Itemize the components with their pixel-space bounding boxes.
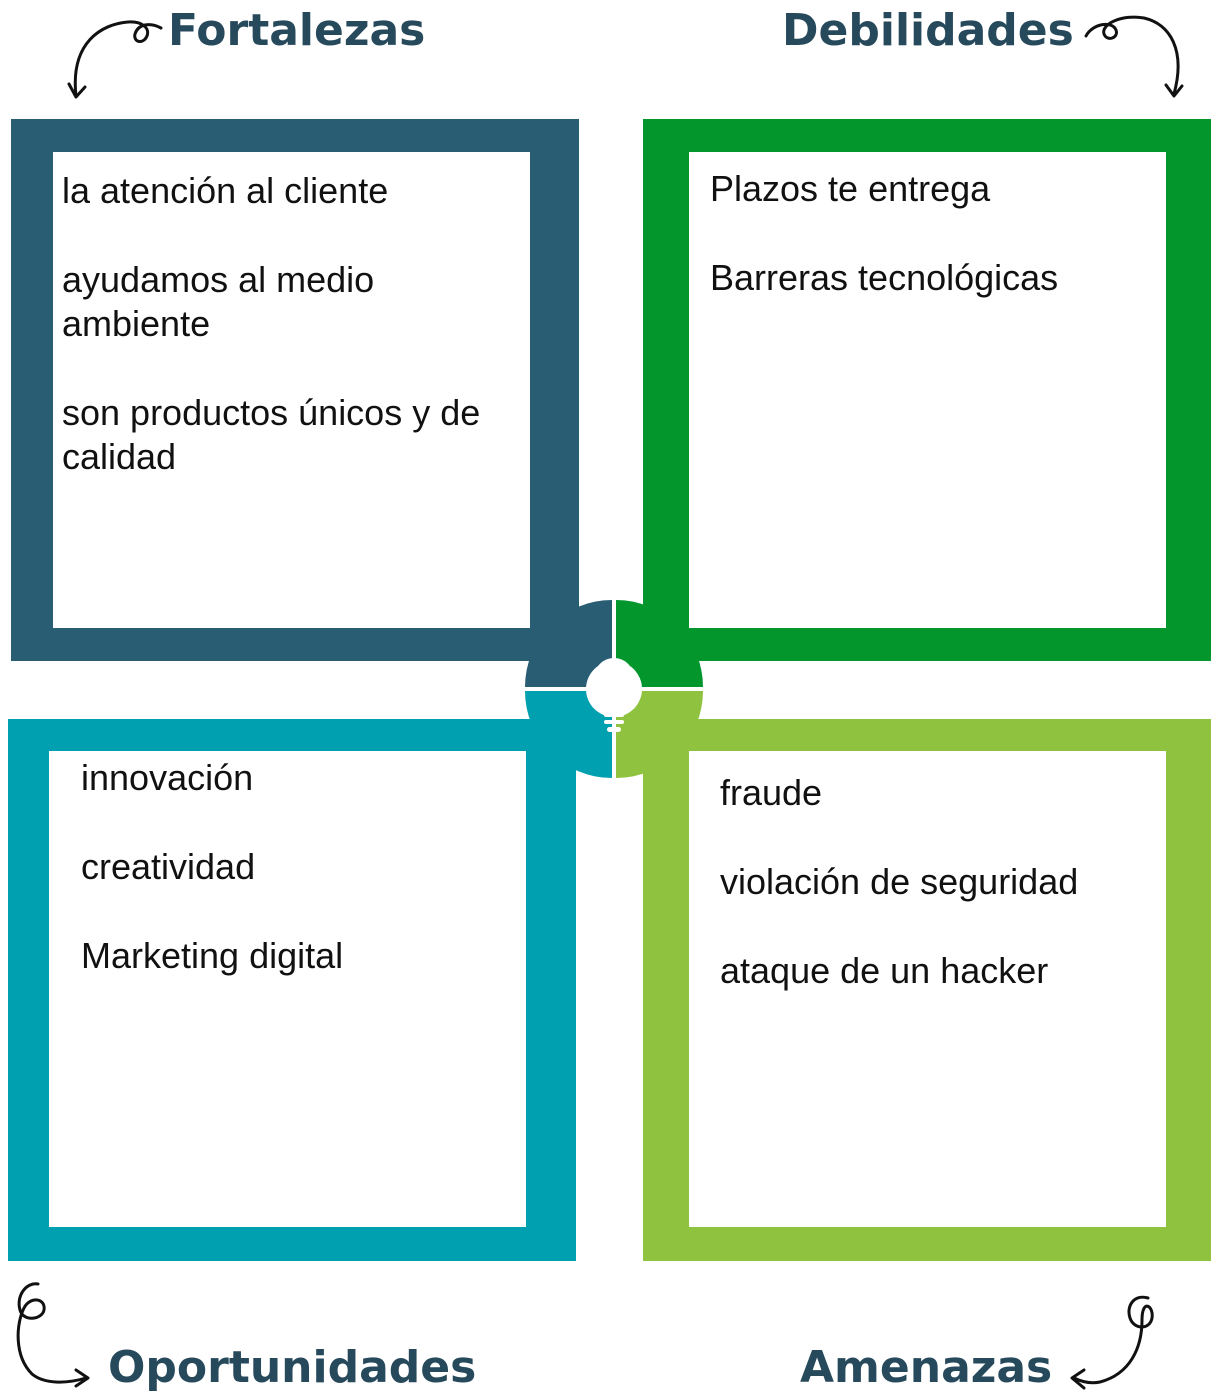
debilidades-title: Debilidades xyxy=(782,5,1074,56)
quadrant-content: innovación creatividad Marketing digital xyxy=(49,751,526,1227)
curly-arrow-icon xyxy=(67,20,163,99)
quadrant-content: Plazos te entrega Barreras tecnológicas xyxy=(689,152,1166,628)
item-list: Plazos te entrega Barreras tecnológicas xyxy=(710,167,1160,345)
fortalezas-title: Fortalezas xyxy=(168,5,426,56)
list-item: la atención al cliente xyxy=(62,170,389,211)
list-item: Marketing digital xyxy=(81,935,344,976)
center-hub xyxy=(525,600,703,778)
list-item: violación de seguridad xyxy=(720,861,1079,902)
quadrant-amenazas: fraude violación de seguridad ataque de … xyxy=(643,719,1211,1261)
quadrant-content: la atención al cliente ayudamos al medio… xyxy=(53,152,530,628)
quadrant-oportunidades: innovación creatividad Marketing digital xyxy=(8,719,576,1261)
item-list: la atención al cliente ayudamos al medio… xyxy=(62,169,512,524)
list-item: ayudamos al medio ambiente xyxy=(62,259,375,344)
quadrant-debilidades: Plazos te entrega Barreras tecnológicas xyxy=(643,119,1211,661)
item-list: fraude violación de seguridad ataque de … xyxy=(720,771,1160,1038)
item-list: innovación creatividad Marketing digital xyxy=(81,756,511,1023)
curly-arrow-icon xyxy=(1084,15,1184,98)
quadrant-fortalezas: la atención al cliente ayudamos al medio… xyxy=(11,119,579,661)
curly-arrow-icon xyxy=(1070,1295,1154,1390)
list-item: fraude xyxy=(720,772,823,813)
curly-arrow-icon xyxy=(16,1282,90,1388)
list-item: ataque de un hacker xyxy=(720,950,1049,991)
amenazas-title: Amenazas xyxy=(800,1342,1053,1393)
list-item: innovación xyxy=(81,757,254,798)
list-item: Plazos te entrega xyxy=(710,168,991,209)
list-item: creatividad xyxy=(81,846,256,887)
list-item: son productos únicos y de calidad xyxy=(62,392,481,477)
lightbulb-icon xyxy=(594,658,634,732)
list-item: Barreras tecnológicas xyxy=(710,257,1059,298)
quadrant-content: fraude violación de seguridad ataque de … xyxy=(689,751,1166,1227)
oportunidades-title: Oportunidades xyxy=(108,1342,477,1393)
